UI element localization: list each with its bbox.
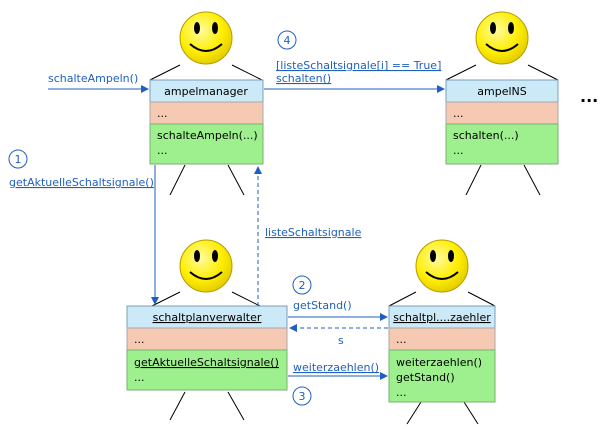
stick-limbs [445,64,559,196]
smiley-icon [179,11,233,65]
ampelNS-method-1: schalten(...) [453,129,519,142]
entry-message-label: schalteAmpeln() [48,72,138,85]
svg-text:2: 2 [299,279,306,292]
return-list-label: listeSchaltsignale [265,226,362,239]
object-ampelmanager: ampelmanager ... schalteAmpeln(...) ... [149,11,264,196]
step2-message-label: getStand() [293,299,352,312]
svg-text:3: 3 [299,390,306,403]
step4-message-label: schalten() [276,72,331,85]
message-arrows [48,85,445,380]
smiley-icon [179,239,233,293]
schaltplanzaehler-attributes: ... [396,333,407,346]
object-ampelNS: ampelNS ... schalten(...) ... [445,11,559,196]
schaltplanverwalter-method-2: ... [134,371,145,384]
object-schaltplanzaehler: schaltpl....zaehler ... weiterzaehlen() … [388,239,496,425]
step1-message-label: getAktuelleSchaltsignale() [9,176,154,189]
object-schaltplanverwalter: schaltplanverwalter ... getAktuelleSchal… [126,239,288,421]
stick-limbs [388,291,496,425]
svg-text:1: 1 [15,153,22,166]
step4-condition-label: [listeSchaltsignale[i] == True] [276,59,441,72]
more-objects-ellipsis: ... [580,87,598,106]
step-number-4: 4 [277,30,297,50]
ampelmanager-method-1: schalteAmpeln(...) [157,129,258,142]
ampelNS-title: ampelNS [477,85,526,98]
svg-text:4: 4 [284,34,291,47]
stick-limbs [149,64,263,196]
step3-message-label: weiterzaehlen() [293,361,379,374]
ampelmanager-method-2: ... [157,144,168,157]
return-s-label: s [338,334,344,347]
ampelmanager-attributes: ... [157,107,168,120]
step-number-2: 2 [292,275,312,295]
schaltplanzaehler-method-2: getStand() [396,371,455,384]
ampelmanager-title: ampelmanager [164,85,248,98]
schaltplanzaehler-method-1: weiterzaehlen() [396,356,482,369]
schaltplanzaehler-title: schaltpl....zaehler [393,311,491,324]
schaltplanzaehler-method-3: ... [396,386,407,399]
schaltplanverwalter-title: schaltplanverwalter [153,311,262,324]
schaltplanverwalter-method-1: getAktuelleSchaltsignale() [134,356,279,369]
ampelNS-method-2: ... [453,144,464,157]
smiley-icon [475,11,529,65]
step-number-3: 3 [292,386,312,406]
ampelNS-attributes: ... [453,107,464,120]
step-number-1: 1 [8,149,28,169]
schaltplanverwalter-attributes: ... [134,333,145,346]
smiley-icon [415,239,469,293]
